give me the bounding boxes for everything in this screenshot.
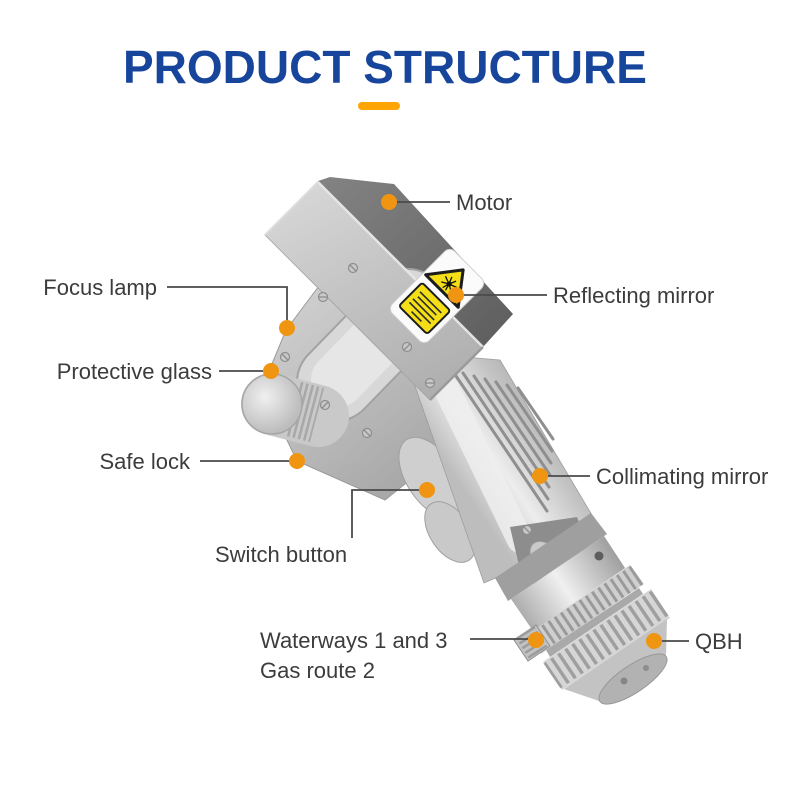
waterways-callout-dot: [528, 632, 544, 648]
nozzle-tip-hole-2: [643, 665, 649, 671]
label-protective-glass: Protective glass: [57, 359, 212, 384]
label-switch-button: Switch button: [215, 542, 347, 567]
knob-knurl: [286, 381, 325, 443]
laser-burst-icon: [441, 275, 458, 292]
label-reflecting-mirror: Reflecting mirror: [553, 283, 714, 308]
housing-left-bevel: [264, 181, 319, 236]
label-collimating-mirror: Collimating mirror: [596, 464, 768, 489]
page-title: PRODUCT STRUCTURE: [123, 41, 647, 93]
callout-lines: [167, 201, 689, 642]
label-safe-lock: Safe lock: [100, 449, 191, 474]
collimating-mirror-callout-dot: [532, 468, 548, 484]
nozzle-gap-ring: [546, 588, 643, 657]
protective-glass-callout-dot: [263, 363, 279, 379]
barrel-highlight: [434, 377, 533, 553]
knurl-ribs-1: [527, 565, 644, 654]
label-motor: Motor: [456, 190, 512, 215]
nozzle-tip: [564, 619, 667, 701]
laser-gun-illustration: [241, 177, 670, 705]
label-qbh: QBH: [695, 629, 743, 654]
label-waterways-line1: Waterways 1 and 3: [260, 628, 448, 653]
nozzle-tip-hole-1: [620, 677, 628, 685]
nozzle-shiny-band: [511, 536, 625, 631]
nozzle-tip-face: [598, 653, 668, 705]
switch-button-callout-dot: [419, 482, 435, 498]
housing-bottom-bevel: [429, 346, 484, 401]
part-labels: Motor Focus lamp Reflecting mirror Prote…: [43, 190, 768, 683]
safe-lock-callout-dot: [289, 453, 305, 469]
nozzle-collar: [495, 513, 607, 601]
switch-button-callout-line: [351, 489, 419, 538]
warning-text-lines: [408, 291, 442, 325]
motor-callout-dot: [381, 194, 397, 210]
focus-lamp-callout-dot: [279, 320, 295, 336]
title-underline-accent: [358, 102, 400, 110]
qbh-callout-dot: [646, 633, 662, 649]
callout-dots: [263, 194, 662, 649]
screws: [279, 262, 533, 536]
vent-slots: [450, 368, 555, 513]
warning-text-panel: [399, 282, 451, 334]
focus-lamp-callout-line: [167, 286, 288, 320]
label-focus-lamp: Focus lamp: [43, 275, 157, 300]
label-waterways-line2: Gas route 2: [260, 658, 375, 683]
housing-edge-highlight: [317, 181, 484, 348]
barrel-port-hole: [594, 551, 604, 561]
reflecting-mirror-callout-dot: [448, 287, 464, 303]
knob-face: [241, 373, 303, 435]
